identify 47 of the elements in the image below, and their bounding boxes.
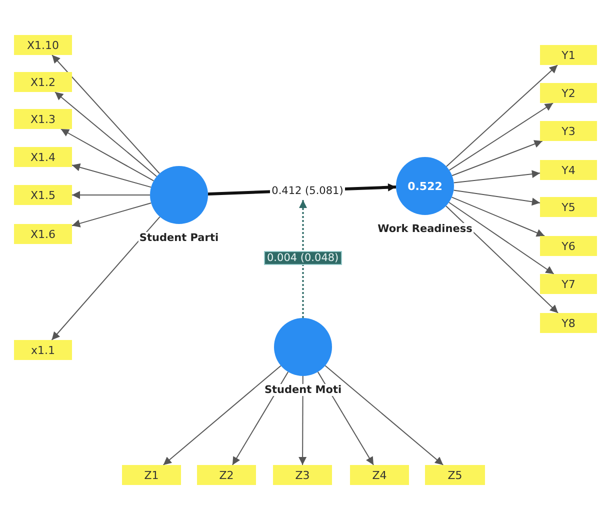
indicator-box: Y8 (540, 313, 597, 333)
loading-arrow (324, 365, 444, 466)
loading-arrow (452, 140, 543, 176)
loading-arrow (317, 371, 374, 466)
loading-arrow (52, 54, 160, 174)
indicator-box: Y1 (540, 45, 597, 65)
indicator-box: X1.2 (14, 72, 72, 92)
loading-arrow (232, 371, 289, 466)
construct-name: Student Moti (263, 384, 343, 396)
loading-arrow (298, 376, 307, 466)
indicator-box: Z5 (425, 465, 485, 485)
indicator-box: Y7 (540, 274, 597, 294)
indicator-box: X1.10 (14, 35, 72, 55)
loading-arrow (448, 102, 554, 171)
edge-label: 0.004 (0.048) (264, 251, 342, 265)
indicator-box: Z3 (273, 465, 332, 485)
r-squared-circle: 0.522 (396, 157, 454, 215)
indicator-box: Y4 (540, 160, 597, 180)
loading-arrow (72, 163, 152, 188)
indicator-box: Z1 (122, 465, 181, 485)
indicator-box: Y5 (540, 197, 597, 217)
loading-arrow (60, 128, 154, 182)
loading-arrow (72, 202, 152, 228)
loading-arrow (453, 170, 540, 184)
loading-arrow (446, 64, 558, 167)
indicator-box: Y2 (540, 83, 597, 103)
edge-label: 0.412 (5.081) (270, 184, 346, 196)
indicator-box: X1.3 (14, 109, 72, 129)
loading-arrow (51, 216, 160, 340)
indicator-box: X1.4 (14, 147, 72, 167)
indicator-box: Y6 (540, 236, 597, 256)
loading-arrow (162, 365, 282, 466)
loading-arrow (54, 92, 158, 177)
indicator-box: X1.5 (14, 185, 72, 205)
indicator-box: Z4 (350, 465, 409, 485)
loading-arrow (72, 191, 150, 199)
indicator-box: Y3 (540, 121, 597, 141)
indicator-box: X1.6 (14, 224, 72, 244)
loading-arrow (445, 206, 559, 314)
construct-name: Student Parti (138, 232, 220, 244)
indicator-box: Z2 (197, 465, 256, 485)
moderating-path-arrow (299, 200, 307, 318)
construct-name: Work Readiness (376, 223, 474, 235)
loading-arrow (448, 202, 554, 274)
loading-arrow (453, 190, 540, 206)
indicator-box: x1.1 (14, 340, 72, 360)
loading-arrow (451, 196, 546, 237)
